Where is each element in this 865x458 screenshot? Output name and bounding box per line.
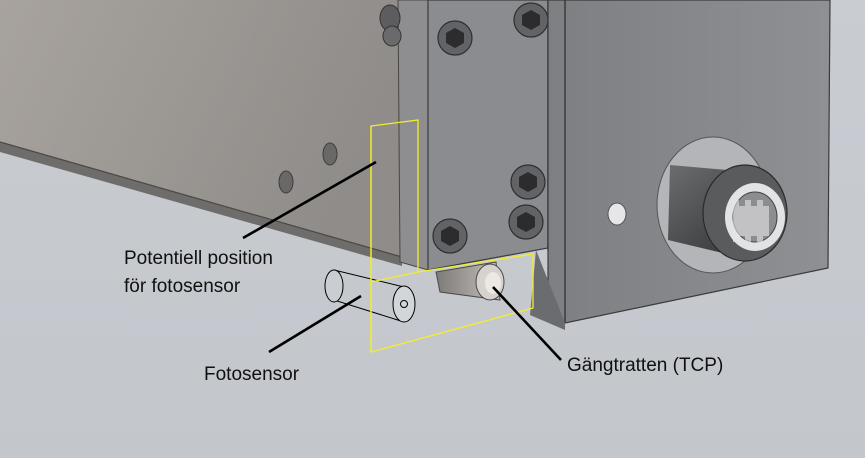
leader-lines [242,160,562,361]
photosensor-cylinder [324,269,416,323]
leader-tcp [492,286,562,361]
side-plate [0,0,403,266]
mounting-strip [379,0,431,271]
screw-head [432,218,468,254]
label-photosensor: Fotosensor [204,364,300,385]
label-potential-position: Potentiell position för fotosensor [124,245,273,301]
screw-head [508,204,544,240]
splined-shaft [656,136,788,274]
tcp-nozzle [435,261,505,301]
screw-head [437,20,473,56]
label-tcp: Gängtratten (TCP) [567,355,724,376]
block-hole [607,202,627,226]
label-potential-line1: Potentiell position [124,248,273,269]
screw-head [513,2,549,38]
label-potential-line2: för fotosensor [124,276,241,297]
leader-photosensor [268,294,362,354]
screw-head [510,164,546,200]
leader-potential [242,160,377,240]
plate-holes [278,142,338,194]
